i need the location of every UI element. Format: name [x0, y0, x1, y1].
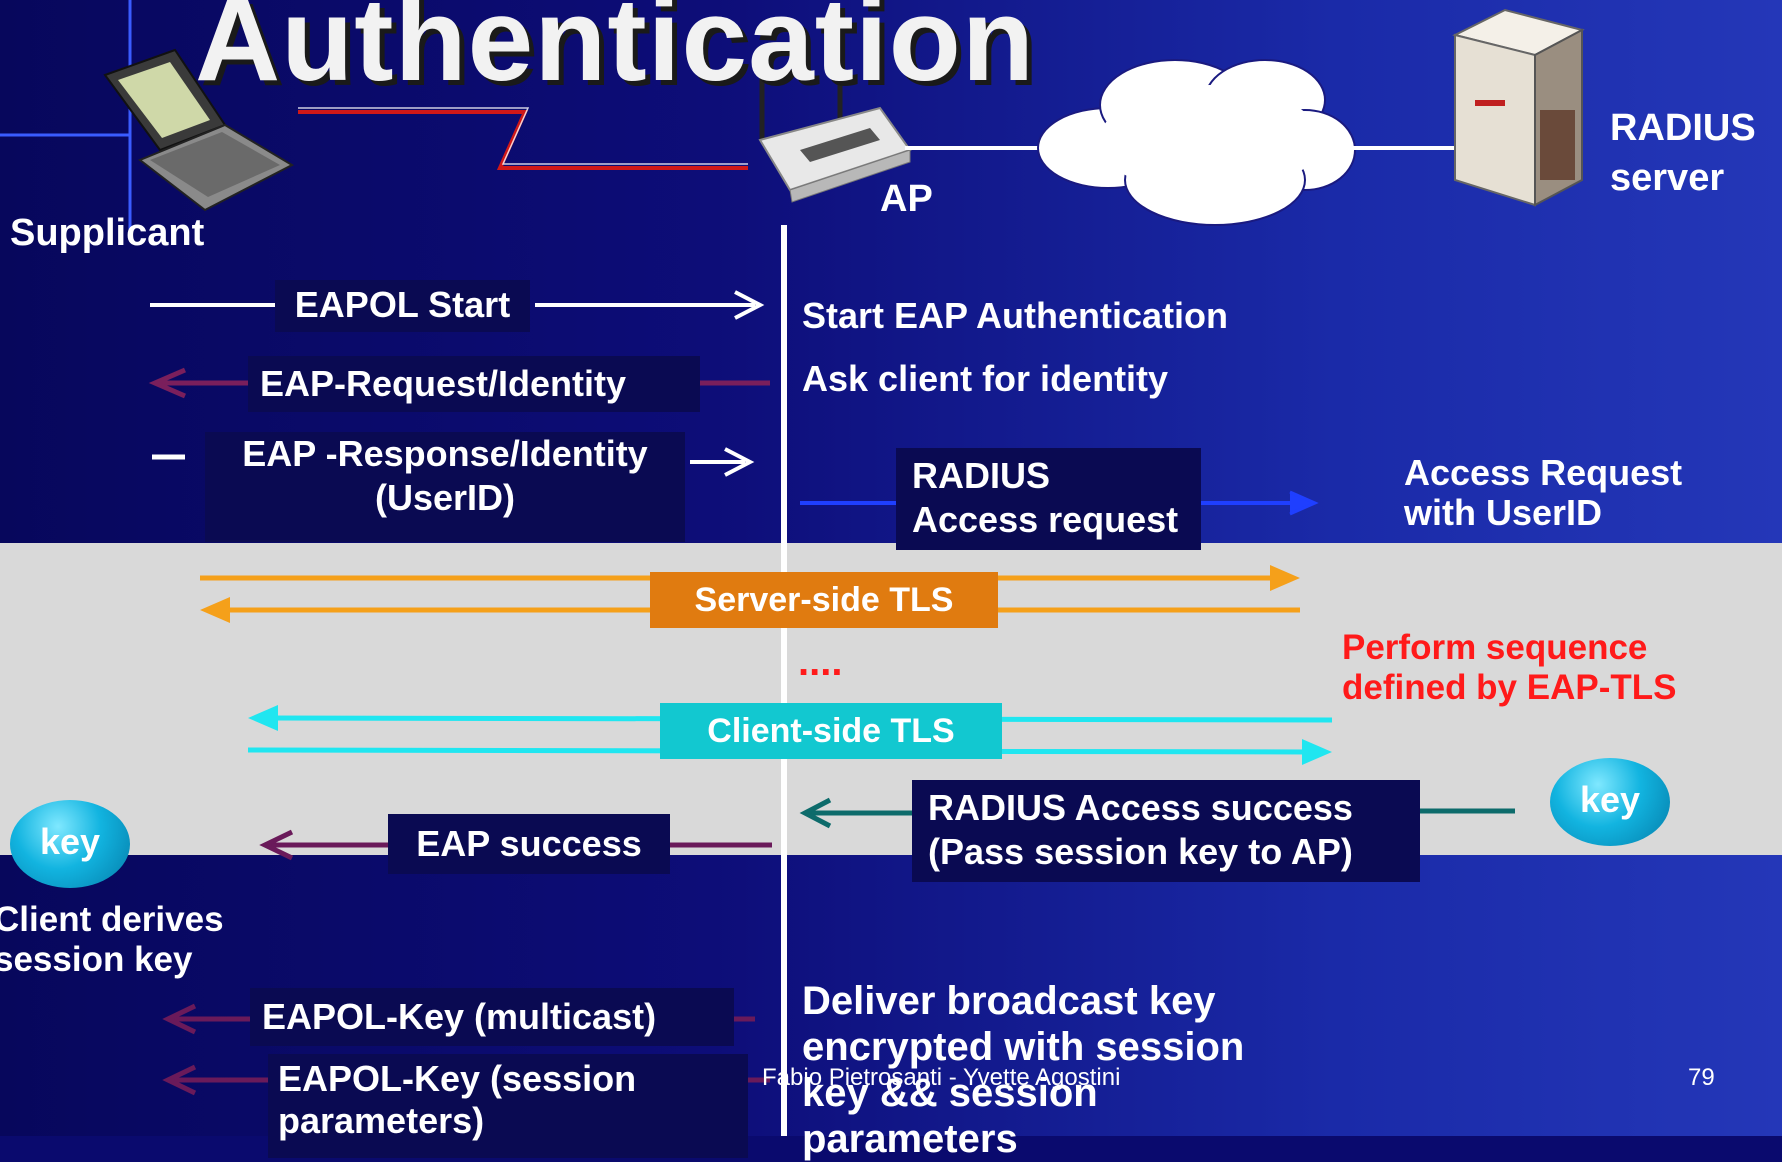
- eap-success-message: EAP success: [388, 814, 670, 874]
- radius-request-arrowhead: [1289, 490, 1319, 516]
- radius-access-line2: Access request: [912, 499, 1179, 540]
- client-tls-arrowhead-right: [1302, 739, 1332, 765]
- eap-response-identity-message: EAP -Response/Identity (UserID): [205, 432, 685, 542]
- eap-request-arrowhead: [148, 367, 186, 399]
- client-derives-line2: session key: [0, 940, 193, 979]
- ellipsis-dots: ....: [798, 640, 843, 684]
- client-derives-line1: Client derives: [0, 900, 224, 939]
- eapol-key-session-line2: parameters): [278, 1100, 485, 1141]
- client-side-tls-box: Client-side TLS: [660, 703, 1002, 759]
- perform-sequence-line1: Perform sequence: [1342, 628, 1648, 667]
- radius-server-label-line2: server: [1610, 157, 1725, 199]
- radius-server-label: RADIUS server: [1610, 103, 1756, 203]
- deliver-line4: parameters: [802, 1117, 1018, 1161]
- key-icon-left: key: [10, 800, 130, 888]
- supplicant-label: Supplicant: [10, 212, 205, 254]
- access-request-note: Access Request with UserID: [1404, 453, 1682, 533]
- perform-sequence-line2: defined by EAP-TLS: [1342, 668, 1677, 707]
- radius-success-line2: (Pass session key to AP): [928, 831, 1353, 872]
- eapol-key-multicast-arrowhead: [162, 1003, 197, 1035]
- client-tls-arrowhead-left: [248, 705, 278, 731]
- deliver-line1: Deliver broadcast key: [802, 979, 1216, 1023]
- radius-access-line1: RADIUS: [912, 455, 1051, 496]
- diagram-canvas: [0, 0, 1585, 1136]
- eap-success-arrowhead: [259, 829, 294, 861]
- radius-success-arrowhead: [799, 797, 832, 829]
- eapol-start-message: EAPOL Start: [275, 280, 530, 332]
- server-side-tls-box: Server-side TLS: [650, 572, 998, 628]
- eapol-key-session-arrowhead: [162, 1064, 197, 1096]
- cloud-icon: [1037, 59, 1356, 226]
- server-icon: [1452, 8, 1585, 207]
- key-icon-right: key: [1550, 758, 1670, 846]
- wireless-link: [298, 110, 748, 170]
- eapol-key-multicast-message: EAPOL-Key (multicast): [250, 988, 734, 1046]
- radius-success-line1: RADIUS Access success: [928, 787, 1353, 828]
- laptop-icon: [103, 48, 295, 212]
- radius-server-label-line1: RADIUS: [1610, 107, 1756, 149]
- eapol-key-session-line1: EAPOL-Key (session: [278, 1058, 637, 1099]
- client-derives-note: Client derives session key: [0, 900, 224, 980]
- ask-identity-note: Ask client for identity: [802, 358, 1169, 399]
- access-request-note-line1: Access Request: [1404, 452, 1683, 493]
- access-request-note-line2: with UserID: [1404, 492, 1603, 533]
- eap-response-line2: (UserID): [374, 477, 516, 518]
- server-tls-arrowhead-left: [200, 597, 230, 623]
- eapol-key-session-message: EAPOL-Key (session parameters): [268, 1054, 748, 1158]
- ap-label: AP: [880, 178, 933, 220]
- slide-title: Authentication: [195, 0, 1035, 106]
- footer-authors: Fabio Pietrosanti - Yvette Agostini: [762, 1064, 1121, 1091]
- eap-response-arrowhead: [724, 447, 755, 477]
- deliver-line3: key && session: [802, 1071, 1098, 1115]
- eapol-start-arrowhead: [734, 290, 765, 320]
- server-tls-arrowhead-right: [1270, 565, 1300, 591]
- slide-number: 79: [1688, 1064, 1715, 1091]
- radius-access-success-message: RADIUS Access success (Pass session key …: [912, 780, 1420, 882]
- deliver-line2: encrypted with session: [802, 1025, 1245, 1069]
- eap-request-identity-message: EAP-Request/Identity: [248, 356, 700, 412]
- eap-response-line1: EAP -Response/Identity: [242, 433, 648, 474]
- perform-sequence-note: Perform sequence defined by EAP-TLS: [1342, 628, 1676, 708]
- start-eap-note: Start EAP Authentication: [802, 295, 1229, 336]
- radius-access-request-message: RADIUS Access request: [896, 448, 1201, 550]
